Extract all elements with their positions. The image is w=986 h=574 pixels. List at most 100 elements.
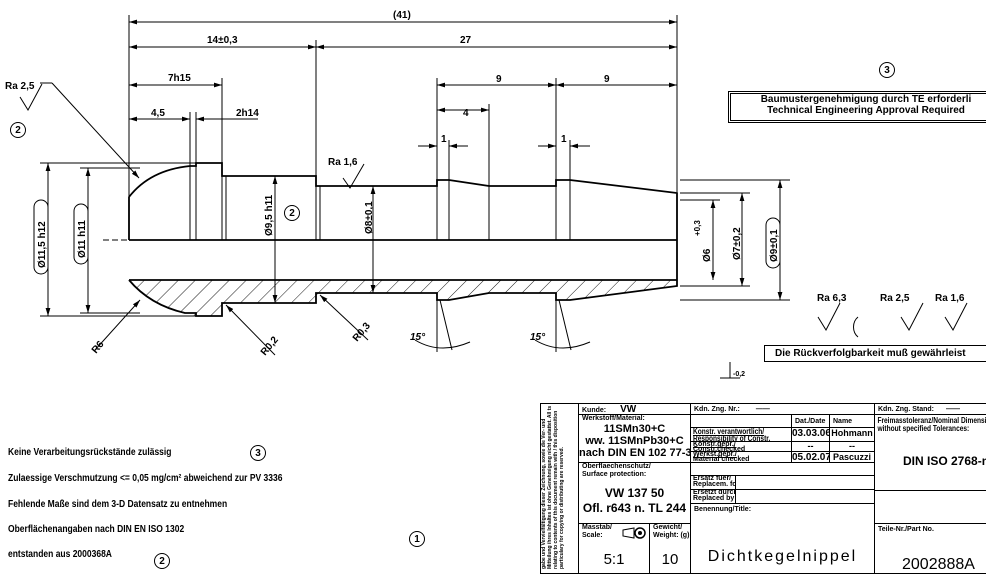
surface-symbol-ra-1-6: Ra 1,6 <box>935 293 965 304</box>
replacement-for-value <box>735 475 875 490</box>
dim-dia-8: Ø8±0,1 <box>364 201 375 234</box>
note-3: Fehlende Maße sind dem 3-D Datensatz zu … <box>8 499 228 510</box>
customer-drawing-no-value: —— <box>755 406 770 413</box>
name-header: Name <box>829 414 875 428</box>
replacement-for-label: Ersatz fuer/Replacem. for <box>690 475 736 490</box>
weight-value: 10 <box>661 551 679 568</box>
section-hatch <box>129 280 677 316</box>
scale-value: 5:1 <box>603 551 625 568</box>
note-marker-1: 1 <box>409 531 425 547</box>
surface-cell: Oberflaechenschutz/ Surface protection: … <box>578 462 691 524</box>
customer-drawing-status-value: —— <box>945 406 960 413</box>
responsible-label-en: Responsibility of Constr. <box>693 434 771 442</box>
dim-9b: 9 <box>604 74 610 85</box>
approval-text-en: Technical Engineering Approval Required <box>767 105 965 116</box>
dim-dia-11: Ø11 h11 <box>77 220 88 258</box>
tolerance-standard: DIN ISO 2768-m <box>903 454 986 468</box>
responsible-name: Hohmann <box>829 427 875 442</box>
dim-dia-9-5: Ø9,5 h11 <box>264 194 275 236</box>
replaced-by-label: Ersetzt durch/Replaced by <box>690 489 736 504</box>
dim-dia-11-5: Ø11,5 h12 <box>37 221 48 268</box>
approval-required-box: Baumustergenehmigung durch TE erforderli… <box>728 91 986 123</box>
note-marker-3: 3 <box>250 445 266 461</box>
dim-r0-3: R0,3 <box>351 320 373 344</box>
dim-dia-6: Ø6 <box>702 248 713 262</box>
dim-r6: R6 <box>90 339 107 356</box>
part-title: Dichtkegelnippel <box>707 548 858 565</box>
revision-marker-2-mid: 2 <box>284 205 300 221</box>
copyright-text: gabe und Vervielfältigung dieser Zeichnu… <box>541 405 565 569</box>
dim-1a: 1 <box>441 134 447 145</box>
dimension-texts: (41) 14±0,3 27 7h15 4,5 2h14 9 9 4 1 1 Ø… <box>5 10 965 378</box>
material-cell: Werkstoff/Material: 11SMn30+C ww. 11SMnP… <box>578 414 691 463</box>
weight-label-de: Gewicht/ <box>653 524 683 531</box>
blank-right-cell <box>874 490 986 524</box>
title-label: Benennung/Title: <box>694 506 752 513</box>
responsible-label-de: Konstr. verantwortlich/ <box>693 427 765 436</box>
weight-label-en: Weight: (g) <box>653 532 690 539</box>
dim-angle-2: 15° <box>530 332 546 343</box>
note-5: entstanden aus 2000368A <box>8 549 112 560</box>
part-number-label: Teile-Nr./Part No. <box>878 526 934 533</box>
dim-9a: 9 <box>496 74 502 85</box>
note-2: Zulaessige Verschmutzung <= 0,05 mg/cm² … <box>8 473 283 484</box>
surface-label-en: Surface protection: <box>582 471 647 478</box>
responsible-date: 03.03.06 <box>791 427 830 442</box>
part-number: 2002888A <box>902 556 975 573</box>
note-1: Keine Verarbeitungsrückstände zulässig <box>8 447 172 458</box>
dim-overall: (41) <box>393 10 411 21</box>
dim-angle-1: 15° <box>410 332 426 343</box>
flat-tolerance: -0,2 <box>733 371 745 378</box>
ra-2-5-label: Ra 2,5 <box>5 81 35 92</box>
dim-dia-9: Ø9±0,1 <box>769 229 780 262</box>
customer-drawing-no-label: Kdn. Zng. Nr.: <box>694 406 740 413</box>
traceability-box: Die Rückverfolgbarkeit muß gewährleist <box>764 345 986 362</box>
revision-marker-3: 3 <box>879 62 895 78</box>
date-header: Dat./Date <box>791 414 830 428</box>
dim-dia-7: Ø7±0,2 <box>732 227 743 260</box>
scale-label-en: Scale: <box>582 532 603 539</box>
customer-label: Kunde: <box>582 407 607 414</box>
dim-r0-2: R0,2 <box>259 334 281 358</box>
material-line-1: 11SMn30+C <box>603 423 666 435</box>
blank-header-cell <box>690 414 792 428</box>
surface-label-de: Oberflaechenschutz/ <box>582 463 651 470</box>
dim-14: 14±0,3 <box>207 35 238 46</box>
weight-cell: Gewicht/ Weight: (g) 10 <box>649 523 691 574</box>
surface-line-2: Ofl. r643 n. TL 244 <box>582 501 687 515</box>
revision-marker-2: 2 <box>10 122 26 138</box>
surface-symbols <box>19 83 968 338</box>
surface-line-1: VW 137 50 <box>604 486 665 500</box>
replaced-by-value <box>735 489 875 504</box>
ra-1-6-label: Ra 1,6 <box>328 157 358 168</box>
dim-dia-6-tol: +0,3 <box>693 220 702 236</box>
note-4: Oberflächenangaben nach DIN EN ISO 1302 <box>8 524 185 535</box>
scale-label-de: Masstab/ <box>582 524 612 531</box>
material-label: Werkstoff/Material: <box>582 415 645 422</box>
customer-value: VW <box>620 404 637 415</box>
note-marker-2: 2 <box>154 553 170 569</box>
dim-4: 4 <box>463 108 469 119</box>
dim-7h15: 7h15 <box>168 73 191 84</box>
dim-27: 27 <box>460 35 472 46</box>
dim-4-5: 4,5 <box>151 108 165 119</box>
customer-drawing-status-label: Kdn. Zng. Stand: <box>878 406 934 413</box>
part-number-cell: Teile-Nr./Part No. 2002888A <box>874 523 986 574</box>
material-line-2: ww. 11SMnPb30+C <box>585 435 684 447</box>
scale-cell: Masstab/ Scale: 5:1 <box>578 523 650 574</box>
approval-text-de: Baumustergenehmigung durch TE erforderli <box>760 94 972 105</box>
responsible-label: Konstr. verantwortlich/ Responsibility o… <box>690 427 792 442</box>
surface-symbol-ra-2-5: Ra 2,5 <box>880 293 910 304</box>
copyright-strip: gabe und Vervielfältigung dieser Zeichnu… <box>540 403 579 574</box>
dim-2h14: 2h14 <box>236 108 259 119</box>
tolerance-label-1: Freimasstoleranz/Nominal Dimension: <box>877 416 986 425</box>
dim-1b: 1 <box>561 134 567 145</box>
material-line-3: nach DIN EN 102 77-3 <box>579 447 691 459</box>
surface-symbol-ra-6-3: Ra 6,3 <box>817 293 847 304</box>
dimension-lines <box>40 19 783 379</box>
title-cell: Benennung/Title: Dichtkegelnippel <box>690 503 875 574</box>
blank-row <box>690 462 875 476</box>
projection-symbol-icon <box>622 527 646 539</box>
tolerance-label-2: without specified Tolerances: <box>877 424 970 433</box>
